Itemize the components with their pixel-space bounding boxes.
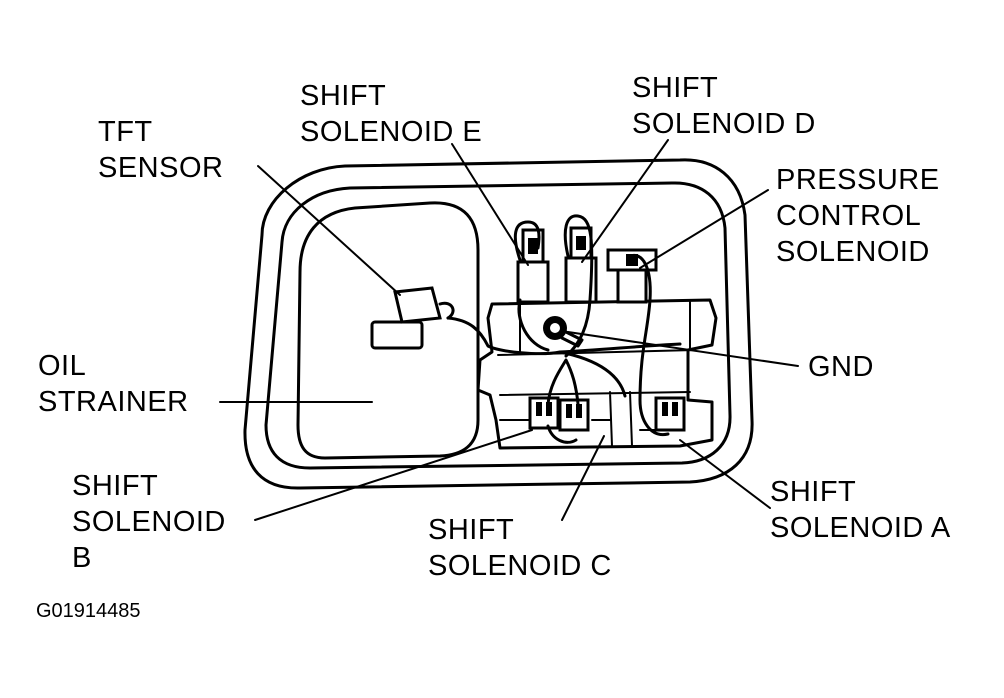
solenoid-a-shape (654, 396, 686, 432)
label-gnd: GND (808, 351, 874, 383)
tft-sensor-shape (393, 286, 455, 324)
oil-strainer-body (296, 201, 480, 460)
solenoid-b-shape (528, 396, 560, 430)
leader-shift-solenoid-b (254, 429, 533, 521)
solenoid-c-shape (558, 398, 590, 432)
ground-stud-shape (543, 316, 584, 348)
label-shift-solenoid-b: SHIFT SOLENOID B (72, 470, 226, 574)
strainer-inlet (370, 320, 424, 350)
label-shift-solenoid-d: SHIFT SOLENOID D (632, 72, 816, 140)
valve-body (476, 298, 718, 450)
leader-gnd (567, 331, 799, 367)
solenoid-e-shape (516, 228, 550, 304)
label-tft-sensor: TFT SENSOR (98, 116, 224, 184)
leader-shift-solenoid-d (581, 139, 669, 263)
label-pressure-control-solenoid: PRESSURE CONTROL SOLENOID (776, 164, 940, 268)
oil-pan-inner-edge (264, 181, 732, 470)
label-oil-strainer: OIL STRAINER (38, 350, 189, 418)
label-shift-solenoid-c: SHIFT SOLENOID C (428, 514, 612, 582)
label-shift-solenoid-e: SHIFT SOLENOID E (300, 80, 483, 148)
leader-pressure-control-solenoid (639, 189, 769, 269)
figure-code: G01914485 (36, 600, 141, 622)
valve-body-edge (497, 301, 696, 447)
pressure-control-solenoid-shape (606, 248, 658, 304)
oil-pan-outer-edge (243, 158, 754, 490)
leader-tft-sensor (257, 165, 401, 296)
leader-shift-solenoid-e (451, 143, 529, 266)
leader-shift-solenoid-a (679, 439, 771, 509)
leader-shift-solenoid-c (561, 435, 605, 521)
label-shift-solenoid-a: SHIFT SOLENOID A (770, 476, 951, 544)
